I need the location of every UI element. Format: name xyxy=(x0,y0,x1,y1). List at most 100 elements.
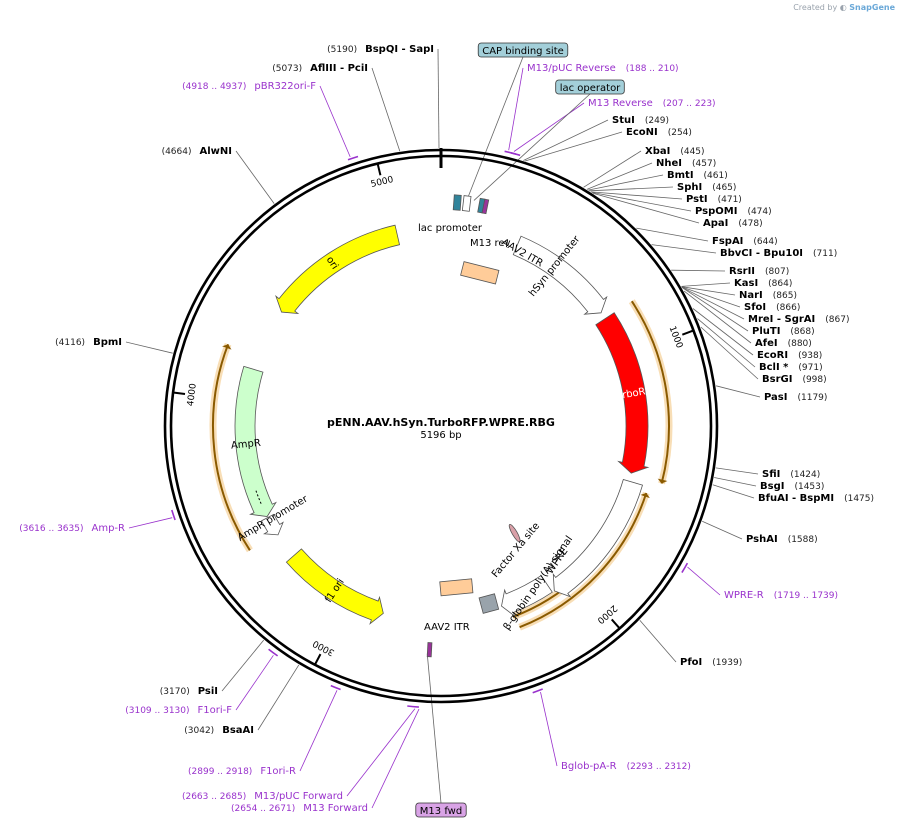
feature-label-ampr: AmpR xyxy=(231,438,262,452)
feature-ori xyxy=(275,224,400,315)
feature-wpre xyxy=(552,478,644,598)
f1ori-r-ring xyxy=(330,684,341,691)
tick-mark-3000 xyxy=(313,653,322,666)
site-pos-bbvci-bpu10i: (711) xyxy=(813,249,837,259)
feature-beta-globin xyxy=(501,575,553,618)
site-pshai: PshAI xyxy=(746,534,778,545)
site-psti: PstI xyxy=(686,194,708,205)
primer-pbr322ori-f: pBR322ori-F xyxy=(254,81,316,92)
m13-puc-fwd-ring xyxy=(407,705,419,708)
primer-pos-f1ori-f: (3109 .. 3130) xyxy=(125,706,189,716)
site-pos-sfii: (1424) xyxy=(790,470,820,480)
primer-pos-bglob-pa-r: (2293 .. 2312) xyxy=(627,762,691,772)
amp-r-ring xyxy=(171,509,176,521)
inner-label-lac-promoter-0: lac promoter xyxy=(418,223,483,234)
tick-mark-2000 xyxy=(610,618,621,630)
site-pos-pluti: (868) xyxy=(790,327,814,337)
site-bsaai: BsaAI xyxy=(222,725,254,736)
site-pos-sphi: (465) xyxy=(712,183,736,193)
site-pos-ecori: (938) xyxy=(798,351,822,361)
site-pos-sfoi: (866) xyxy=(776,303,800,313)
site-xbai: XbaI xyxy=(645,146,670,157)
site-pos-pspomi: (474) xyxy=(747,207,771,217)
site-pluti: PluTI xyxy=(752,326,780,337)
primer-m13-puc-forward: M13/pUC Forward xyxy=(254,791,343,802)
orf-ampr-head xyxy=(222,344,232,350)
pbr322ori-f-ring xyxy=(347,155,359,161)
plasmid-name: pENN.AAV.hSyn.TurboRFP.WPRE.RBG xyxy=(327,416,555,429)
site-pos-xbai: (445) xyxy=(680,147,704,157)
f1ori-f-ring xyxy=(268,648,279,657)
site-pos-bmti: (461) xyxy=(704,171,728,181)
orf-arcs xyxy=(209,299,673,631)
primer-f1ori-r: F1ori-R xyxy=(260,766,296,777)
bglob-pa-r-ring xyxy=(532,688,543,694)
orf-wpre-outer xyxy=(519,492,648,629)
feature-ampr xyxy=(234,365,277,517)
tick-label-4000: 4000 xyxy=(186,383,199,407)
site-bcli: BclI * xyxy=(759,362,789,373)
site-bspqi-sapi: BspQI - SapI xyxy=(365,44,434,55)
primer-bglob-pa-r: Bglob-pA-R xyxy=(561,761,617,772)
site-pos-fspai: (644) xyxy=(753,237,777,247)
site-pos-afei: (880) xyxy=(788,339,812,349)
site-stui: StuI xyxy=(612,115,635,126)
site-econi: EcoNI xyxy=(626,127,658,138)
site-pos-bspqi-sapi: (5190) xyxy=(327,45,357,55)
site-bfuai-bspmi: BfuAI - BspMI xyxy=(758,493,834,504)
tick-mark-4000 xyxy=(172,391,186,395)
boxed-label-m13-fwd: M13 fwd xyxy=(420,806,462,817)
site-pos-bpmi: (4116) xyxy=(55,338,85,348)
site-pos-rsrii: (807) xyxy=(765,267,789,277)
boxed-label-lac-operator: lac operator xyxy=(560,83,621,94)
primer-pos-m13-puc-reverse: (188 .. 210) xyxy=(626,64,679,74)
boxed-label-bg-m13-fwd xyxy=(415,802,467,818)
credit-text: Created by xyxy=(793,3,838,12)
primer-pos-f1ori-r: (2899 .. 2918) xyxy=(188,767,252,777)
site-pos-bsgi: (1453) xyxy=(794,482,824,492)
site-bmti: BmtI xyxy=(667,170,694,181)
site-bpmi: BpmI xyxy=(93,337,122,348)
site-nhei: NheI xyxy=(656,158,682,169)
site-pos-bsrgi: (998) xyxy=(802,375,826,385)
site-apai: ApaI xyxy=(703,218,728,229)
site-pos-bsaai: (3042) xyxy=(184,726,214,736)
site-rsrii: RsrII xyxy=(729,266,755,277)
feature-grey-box xyxy=(478,593,500,614)
site-afliii-pcii: AflIII - PciI xyxy=(310,63,368,74)
site-afei: AfeI xyxy=(755,338,778,349)
primer-pos-wpre-r: (1719 .. 1739) xyxy=(774,591,838,601)
site-pos-psii: (3170) xyxy=(160,687,190,697)
site-mrei-sgrai: MreI - SgrAI xyxy=(748,314,815,325)
primer-m13-reverse: M13 Reverse xyxy=(588,98,653,109)
m13-rev-ring xyxy=(510,152,521,157)
feature-ampr-promoter xyxy=(260,513,284,536)
site-pos-bcli: (971) xyxy=(798,363,822,373)
center-title-group: pENN.AAV.hSyn.TurboRFP.WPRE.RBG 5196 bp xyxy=(327,416,555,441)
feature-turborfp xyxy=(595,312,650,474)
site-pos-psti: (471) xyxy=(718,195,742,205)
primer-pos-m13-reverse: (207 .. 223) xyxy=(663,99,716,109)
site-pos-pfoi: (1939) xyxy=(712,658,742,668)
feature-m13-fwd-feat xyxy=(426,642,433,658)
site-psii: PsiI xyxy=(198,686,218,697)
site-pos-apai: (478) xyxy=(738,219,762,229)
site-nari: NarI xyxy=(739,290,763,301)
plasmid-size: 5196 bp xyxy=(420,430,461,441)
site-ecori: EcoRI xyxy=(757,350,788,361)
site-pos-kasi: (864) xyxy=(768,279,792,289)
tick-label-5000: 5000 xyxy=(370,175,395,190)
feature-f1-ori xyxy=(285,548,384,625)
primer-pos-pbr322ori-f: (4918 .. 4937) xyxy=(182,82,246,92)
site-pos-pshai: (1588) xyxy=(788,535,818,545)
feature-hsyn-promoter xyxy=(512,235,608,315)
orf-turborfp xyxy=(630,300,670,484)
feature-lac-promoter xyxy=(452,194,462,211)
tick-label-1000: 1000 xyxy=(667,325,685,350)
boxed-label-bg-cap-binding-site xyxy=(477,42,569,58)
site-pos-nari: (865) xyxy=(773,291,797,301)
label-leaders xyxy=(125,48,761,809)
snapgene-credit: Created by ◐ SnapGene xyxy=(793,3,895,12)
orf-ampr xyxy=(211,343,251,551)
primer-m13-forward: M13 Forward xyxy=(303,803,368,814)
